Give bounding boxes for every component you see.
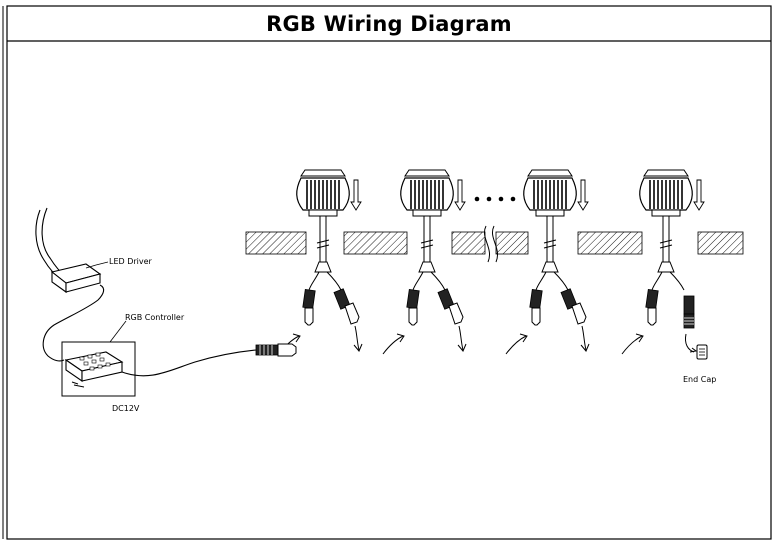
connector-icon [406, 288, 420, 326]
connector-icon [683, 295, 695, 329]
deck-light-icon [382, 169, 467, 355]
deck-board [577, 231, 643, 255]
deck-board [697, 231, 744, 255]
led-driver-label: LED Driver [109, 257, 153, 266]
insert-arrow-icon [577, 179, 589, 211]
deck-light-icon [505, 169, 590, 355]
insert-arrow-icon [382, 333, 405, 355]
insert-arrow-icon [505, 333, 528, 355]
rgb-cable [121, 349, 257, 377]
end-cap-label: End Cap [683, 375, 716, 384]
deck-board [245, 231, 307, 255]
connector-icon [560, 288, 587, 325]
break-mark [492, 225, 498, 263]
end-cap-icon [685, 333, 708, 360]
connector-icon [255, 343, 297, 357]
rgb-controller-label: RGB Controller [125, 313, 185, 322]
connector-icon [437, 288, 464, 325]
deck-board [343, 231, 408, 255]
insert-arrow-icon [350, 179, 362, 211]
break-mark [484, 225, 490, 263]
connector-icon [645, 288, 659, 326]
deck-board [451, 231, 486, 255]
rgb-controller [61, 320, 257, 397]
page-title: RGB Wiring Diagram [266, 11, 512, 36]
insert-arrow-icon [693, 179, 705, 211]
led-driver [35, 207, 109, 362]
dc12v-label: DC12V [112, 404, 140, 413]
deck-light-icon [621, 169, 705, 355]
insert-arrow-icon [621, 333, 644, 355]
connector-icon [529, 288, 543, 326]
deck-boards [245, 225, 744, 263]
deck-light-icon [278, 169, 363, 355]
mains-cable [41, 207, 67, 278]
connector-icon [333, 288, 360, 325]
connector-icon [302, 288, 316, 326]
deck-lights [278, 169, 705, 355]
ellipsis-dots-icon [474, 196, 516, 202]
controller-box [61, 341, 136, 397]
insert-arrow-icon [454, 179, 466, 211]
outer-border [6, 5, 772, 540]
deck-board [495, 231, 529, 255]
